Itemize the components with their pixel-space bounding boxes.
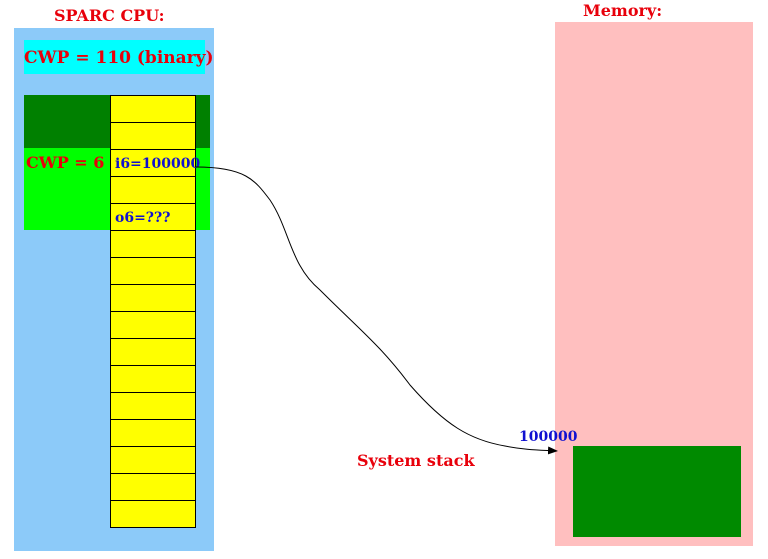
register-cell: i6=100000 xyxy=(110,149,200,177)
pointer-arrow-line xyxy=(195,166,558,455)
register-cell xyxy=(110,311,196,339)
memory-title: Memory: xyxy=(583,1,663,20)
system-stack-block xyxy=(573,446,741,537)
register-cell xyxy=(110,500,196,528)
register-cell xyxy=(110,122,196,150)
register-cell xyxy=(110,392,196,420)
register-file: i6=100000 o6=??? xyxy=(110,95,200,528)
cwp-register-box xyxy=(24,40,205,74)
register-label: o6=??? xyxy=(115,210,171,226)
system-stack-label: System stack xyxy=(357,451,475,470)
register-cell: o6=??? xyxy=(110,203,196,231)
register-cell xyxy=(110,257,196,285)
register-label: i6=100000 xyxy=(115,156,201,172)
stack-address-label: 100000 xyxy=(519,429,578,445)
window-label: CWP = 6 xyxy=(26,153,105,172)
cwp-register-label: CWP = 110 (binary) xyxy=(24,48,214,68)
register-cell xyxy=(110,176,196,204)
register-cell xyxy=(110,338,196,366)
cpu-title: SPARC CPU: xyxy=(54,6,165,25)
register-cell xyxy=(110,473,196,501)
register-cell xyxy=(110,446,196,474)
